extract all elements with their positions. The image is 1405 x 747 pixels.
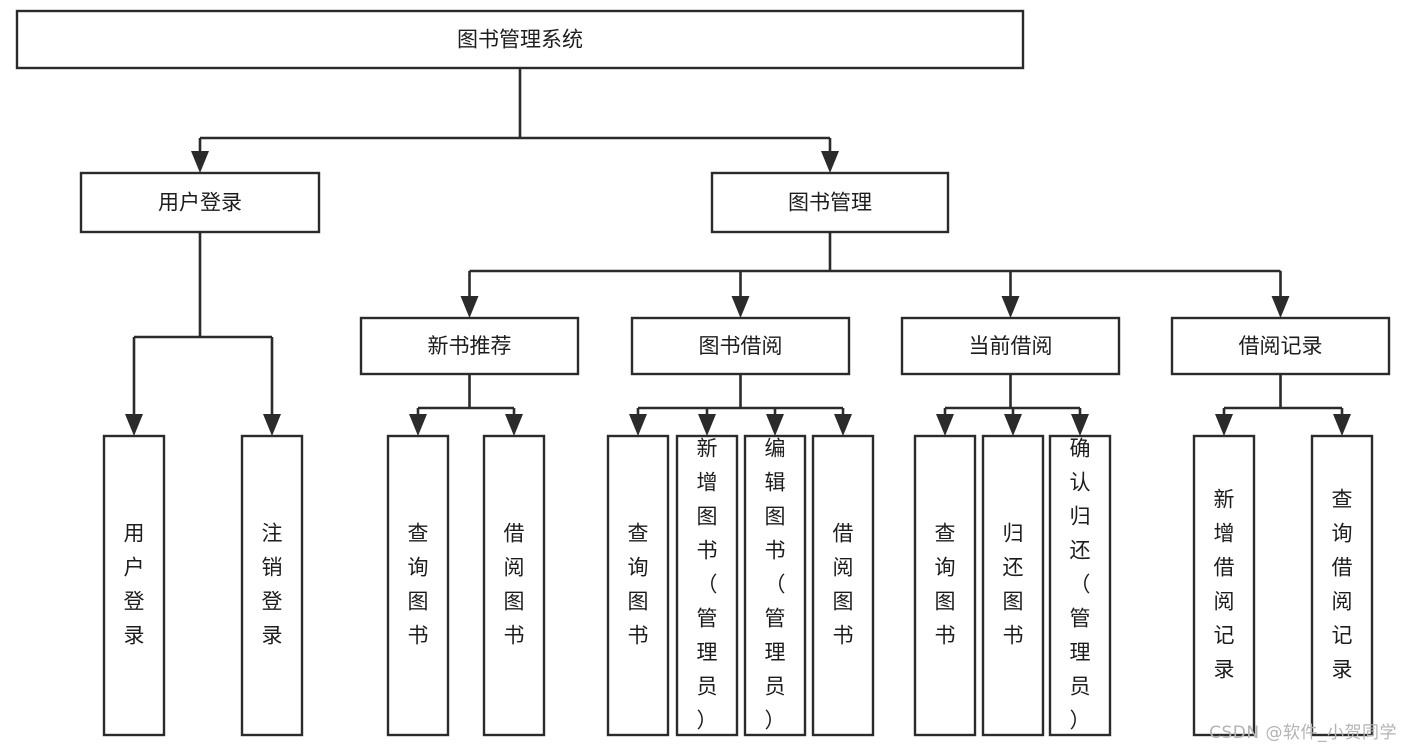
connector-edge-root-bus (191, 68, 839, 173)
node-box-leaf-query-book-2[interactable] (606, 434, 670, 737)
node-box-book-borrow[interactable] (630, 316, 851, 376)
node-label-leaf-query-borrow-record: 查询借阅记录 (1332, 488, 1353, 682)
node-borrow-record[interactable]: 借阅记录 (1170, 316, 1391, 376)
node-box-borrow-record[interactable] (1170, 316, 1391, 376)
node-box-leaf-user-logout[interactable] (240, 434, 304, 737)
node-leaf-query-book-3[interactable]: 查询图书 (913, 434, 977, 737)
node-leaf-query-borrow-record[interactable]: 查询借阅记录 (1310, 434, 1374, 737)
arrow-head-book-borrow (731, 296, 750, 318)
connector-edges-layer (125, 68, 1351, 436)
node-current-borrow[interactable]: 当前借阅 (900, 316, 1121, 376)
connector-edge-ul-bus (125, 232, 281, 436)
node-root[interactable]: 图书管理系统 (15, 9, 1025, 70)
node-boxes-layer: 图书管理系统用户登录图书管理新书推荐图书借阅当前借阅借阅记录用户登录注销登录查询… (15, 9, 1391, 737)
node-box-leaf-add-borrow-record[interactable] (1192, 434, 1256, 737)
node-new-book-recommend[interactable]: 新书推荐 (359, 316, 580, 376)
node-leaf-user-logout[interactable]: 注销登录 (240, 434, 304, 737)
arrow-head-leaf-query-book-2 (629, 414, 647, 436)
node-label-leaf-query-book-1: 查询图书 (408, 522, 429, 648)
arrow-head-book-manage (821, 151, 839, 173)
connector-edge-cb-bus (936, 374, 1089, 436)
node-label-leaf-add-borrow-record: 新增借阅记录 (1214, 488, 1235, 682)
arrow-head-current-borrow (1001, 296, 1020, 318)
arrow-head-leaf-add-book-admin (698, 414, 716, 436)
node-label-book-borrow: 图书借阅 (699, 334, 783, 358)
arrow-head-leaf-query-borrow-record (1333, 414, 1351, 436)
node-label-root: 图书管理系统 (457, 28, 583, 52)
node-label-user-login: 用户登录 (158, 191, 242, 215)
node-leaf-confirm-return[interactable]: 确认归还（管理员） (1048, 434, 1112, 737)
node-label-borrow-record: 借阅记录 (1239, 334, 1323, 358)
arrow-head-leaf-user-logout (263, 414, 281, 436)
node-label-leaf-query-book-2: 查询图书 (628, 522, 649, 648)
node-box-leaf-confirm-return[interactable] (1048, 434, 1112, 737)
node-label-leaf-user-logout: 注销登录 (262, 522, 283, 648)
node-label-leaf-add-book-admin: 新增图书（管理员） (697, 437, 718, 733)
node-box-leaf-query-book-1[interactable] (386, 434, 450, 737)
node-box-root[interactable] (15, 9, 1025, 70)
node-label-leaf-user-login: 用户登录 (124, 522, 145, 648)
node-box-user-login[interactable] (79, 171, 321, 234)
node-box-leaf-query-borrow-record[interactable] (1310, 434, 1374, 737)
arrow-head-leaf-confirm-return (1071, 414, 1089, 436)
arrow-head-leaf-return-book (1004, 414, 1022, 436)
node-leaf-return-book[interactable]: 归还图书 (981, 434, 1045, 737)
node-box-book-manage[interactable] (710, 171, 950, 234)
node-label-leaf-borrow-book-2: 借阅图书 (833, 522, 854, 648)
arrow-head-new-book-recommend (460, 296, 479, 318)
node-box-current-borrow[interactable] (900, 316, 1121, 376)
node-leaf-borrow-book-2[interactable]: 借阅图书 (811, 434, 875, 737)
node-label-leaf-confirm-return: 确认归还（管理员） (1070, 437, 1091, 733)
connector-edge-bb-bus (629, 374, 852, 436)
node-leaf-add-borrow-record[interactable]: 新增借阅记录 (1192, 434, 1256, 737)
arrow-head-leaf-edit-book-admin (766, 414, 784, 436)
node-label-new-book-recommend: 新书推荐 (428, 334, 512, 358)
node-box-leaf-return-book[interactable] (981, 434, 1045, 737)
node-leaf-add-book-admin[interactable]: 新增图书（管理员） (675, 434, 739, 737)
node-label-leaf-query-book-3: 查询图书 (935, 522, 956, 648)
connector-edge-br-bus (1215, 374, 1351, 436)
arrow-head-leaf-borrow-book-2 (834, 414, 852, 436)
connector-edge-bm-bus (460, 232, 1290, 318)
node-box-leaf-user-login[interactable] (102, 434, 166, 737)
node-leaf-query-book-1[interactable]: 查询图书 (386, 434, 450, 737)
node-box-leaf-query-book-3[interactable] (913, 434, 977, 737)
node-book-borrow[interactable]: 图书借阅 (630, 316, 851, 376)
node-leaf-user-login[interactable]: 用户登录 (102, 434, 166, 737)
csdn-watermark: CSDN @软件_小贺同学 (1209, 723, 1397, 743)
node-book-manage[interactable]: 图书管理 (710, 171, 950, 234)
node-leaf-query-book-2[interactable]: 查询图书 (606, 434, 670, 737)
arrow-head-borrow-record (1271, 296, 1290, 318)
node-label-leaf-return-book: 归还图书 (1003, 522, 1024, 648)
arrow-head-leaf-query-book-1 (409, 414, 427, 436)
node-label-leaf-edit-book-admin: 编辑图书（管理员） (765, 437, 786, 733)
arrow-head-leaf-borrow-book-1 (505, 414, 523, 436)
node-label-book-manage: 图书管理 (788, 191, 872, 215)
arrow-head-leaf-user-login (125, 414, 143, 436)
node-box-leaf-add-book-admin[interactable] (675, 434, 739, 737)
connector-edge-nbr-bus (409, 374, 523, 436)
node-box-leaf-borrow-book-1[interactable] (482, 434, 546, 737)
node-box-leaf-borrow-book-2[interactable] (811, 434, 875, 737)
node-label-leaf-borrow-book-1: 借阅图书 (504, 522, 525, 648)
node-leaf-borrow-book-1[interactable]: 借阅图书 (482, 434, 546, 737)
arrow-head-leaf-query-book-3 (936, 414, 954, 436)
node-label-current-borrow: 当前借阅 (969, 334, 1053, 358)
node-user-login[interactable]: 用户登录 (79, 171, 321, 234)
node-leaf-edit-book-admin[interactable]: 编辑图书（管理员） (743, 434, 807, 737)
node-box-leaf-edit-book-admin[interactable] (743, 434, 807, 737)
node-box-new-book-recommend[interactable] (359, 316, 580, 376)
arrow-head-user-login (191, 151, 209, 173)
arrow-head-leaf-add-borrow-record (1215, 414, 1233, 436)
